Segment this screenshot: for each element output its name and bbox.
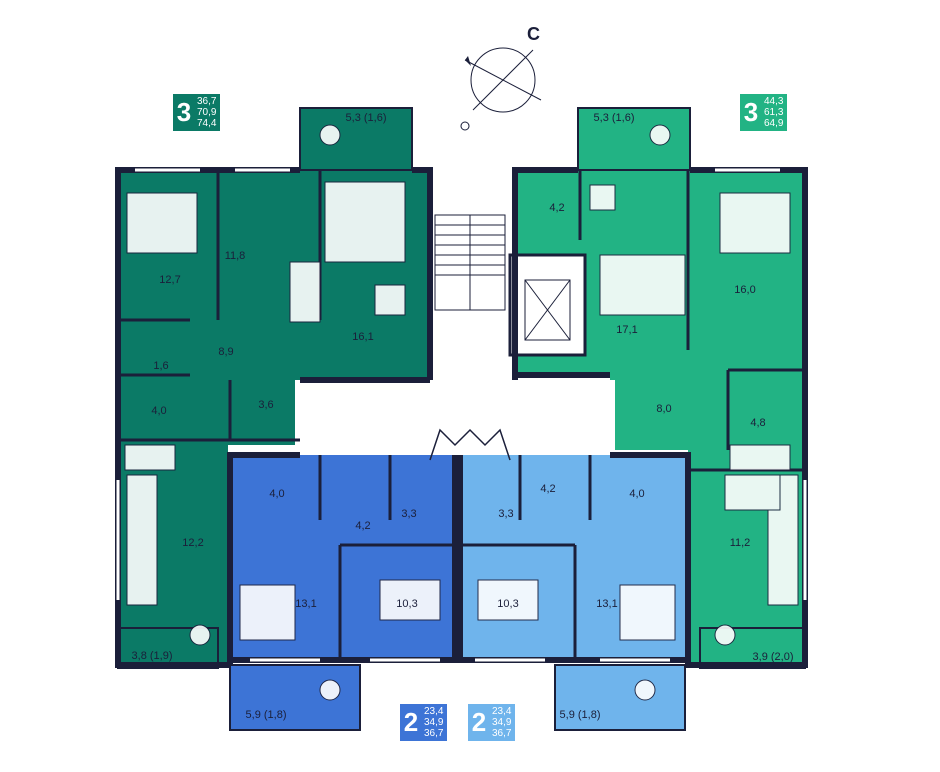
furniture xyxy=(124,124,799,701)
elevator xyxy=(524,279,571,341)
room-area: 5,9 (1,8) xyxy=(245,709,287,721)
room-area: 8,0 xyxy=(656,403,672,415)
apt-center-right-2-badge: 2 23,4 34,9 36,7 xyxy=(468,704,516,741)
room-area: 11,2 xyxy=(729,537,751,549)
room-area: 1,6 xyxy=(153,360,169,372)
windows xyxy=(116,168,807,662)
room-area: 3,3 xyxy=(498,508,514,520)
sun-icon xyxy=(460,121,470,131)
room-count: 3 xyxy=(743,97,759,127)
apt-left-3-badge: 3 36,7 70,9 74,4 xyxy=(173,94,221,131)
room-area: 4,0 xyxy=(269,488,285,500)
room-area: 8,9 xyxy=(218,346,234,358)
apt-center-left-2-badge: 2 23,4 34,9 36,7 xyxy=(400,704,448,741)
room-area: 3,8 (1,9) xyxy=(131,650,173,662)
room-area: 5,9 (1,8) xyxy=(559,709,601,721)
room-area: 5,3 (1,6) xyxy=(593,112,635,124)
room-area: 12,7 xyxy=(159,274,181,286)
room-count: 3 xyxy=(176,97,192,127)
room-count: 2 xyxy=(471,707,487,737)
room-area: 11,8 xyxy=(224,250,246,262)
entrance xyxy=(429,428,511,461)
room-area: 16,0 xyxy=(734,284,756,296)
balcony-outlines xyxy=(117,107,806,731)
room-area: 3,3 xyxy=(401,508,417,520)
room-area: 5,3 (1,6) xyxy=(345,112,387,124)
area-values: 36,7 70,9 74,4 xyxy=(197,96,217,129)
exterior-walls xyxy=(115,167,808,668)
area-values: 23,4 34,9 36,7 xyxy=(424,706,444,739)
room-area: 10,3 xyxy=(396,598,418,610)
room-count: 2 xyxy=(403,707,419,737)
room-area: 3,6 xyxy=(258,399,274,411)
room-area: 17,1 xyxy=(616,324,638,336)
room-area: 10,3 xyxy=(497,598,519,610)
room-area: 13,1 xyxy=(295,598,317,610)
area-values: 44,3 61,3 64,9 xyxy=(764,96,784,129)
room-area: 4,0 xyxy=(629,488,645,500)
apt-right-3-badge: 3 44,3 61,3 64,9 xyxy=(740,94,788,131)
room-area: 4,8 xyxy=(750,417,766,429)
compass: С xyxy=(460,24,542,131)
room-area: 4,2 xyxy=(549,202,565,214)
room-area: 4,2 xyxy=(355,520,371,532)
room-area: 3,9 (2,0) xyxy=(752,651,794,663)
room-area: 4,0 xyxy=(151,405,167,417)
stairs xyxy=(434,214,506,311)
room-area: 13,1 xyxy=(596,598,618,610)
north-letter: С xyxy=(527,24,540,44)
room-area: 16,1 xyxy=(352,331,374,343)
room-area: 4,2 xyxy=(540,483,556,495)
area-values: 23,4 34,9 36,7 xyxy=(492,706,512,739)
room-area: 12,2 xyxy=(182,537,204,549)
